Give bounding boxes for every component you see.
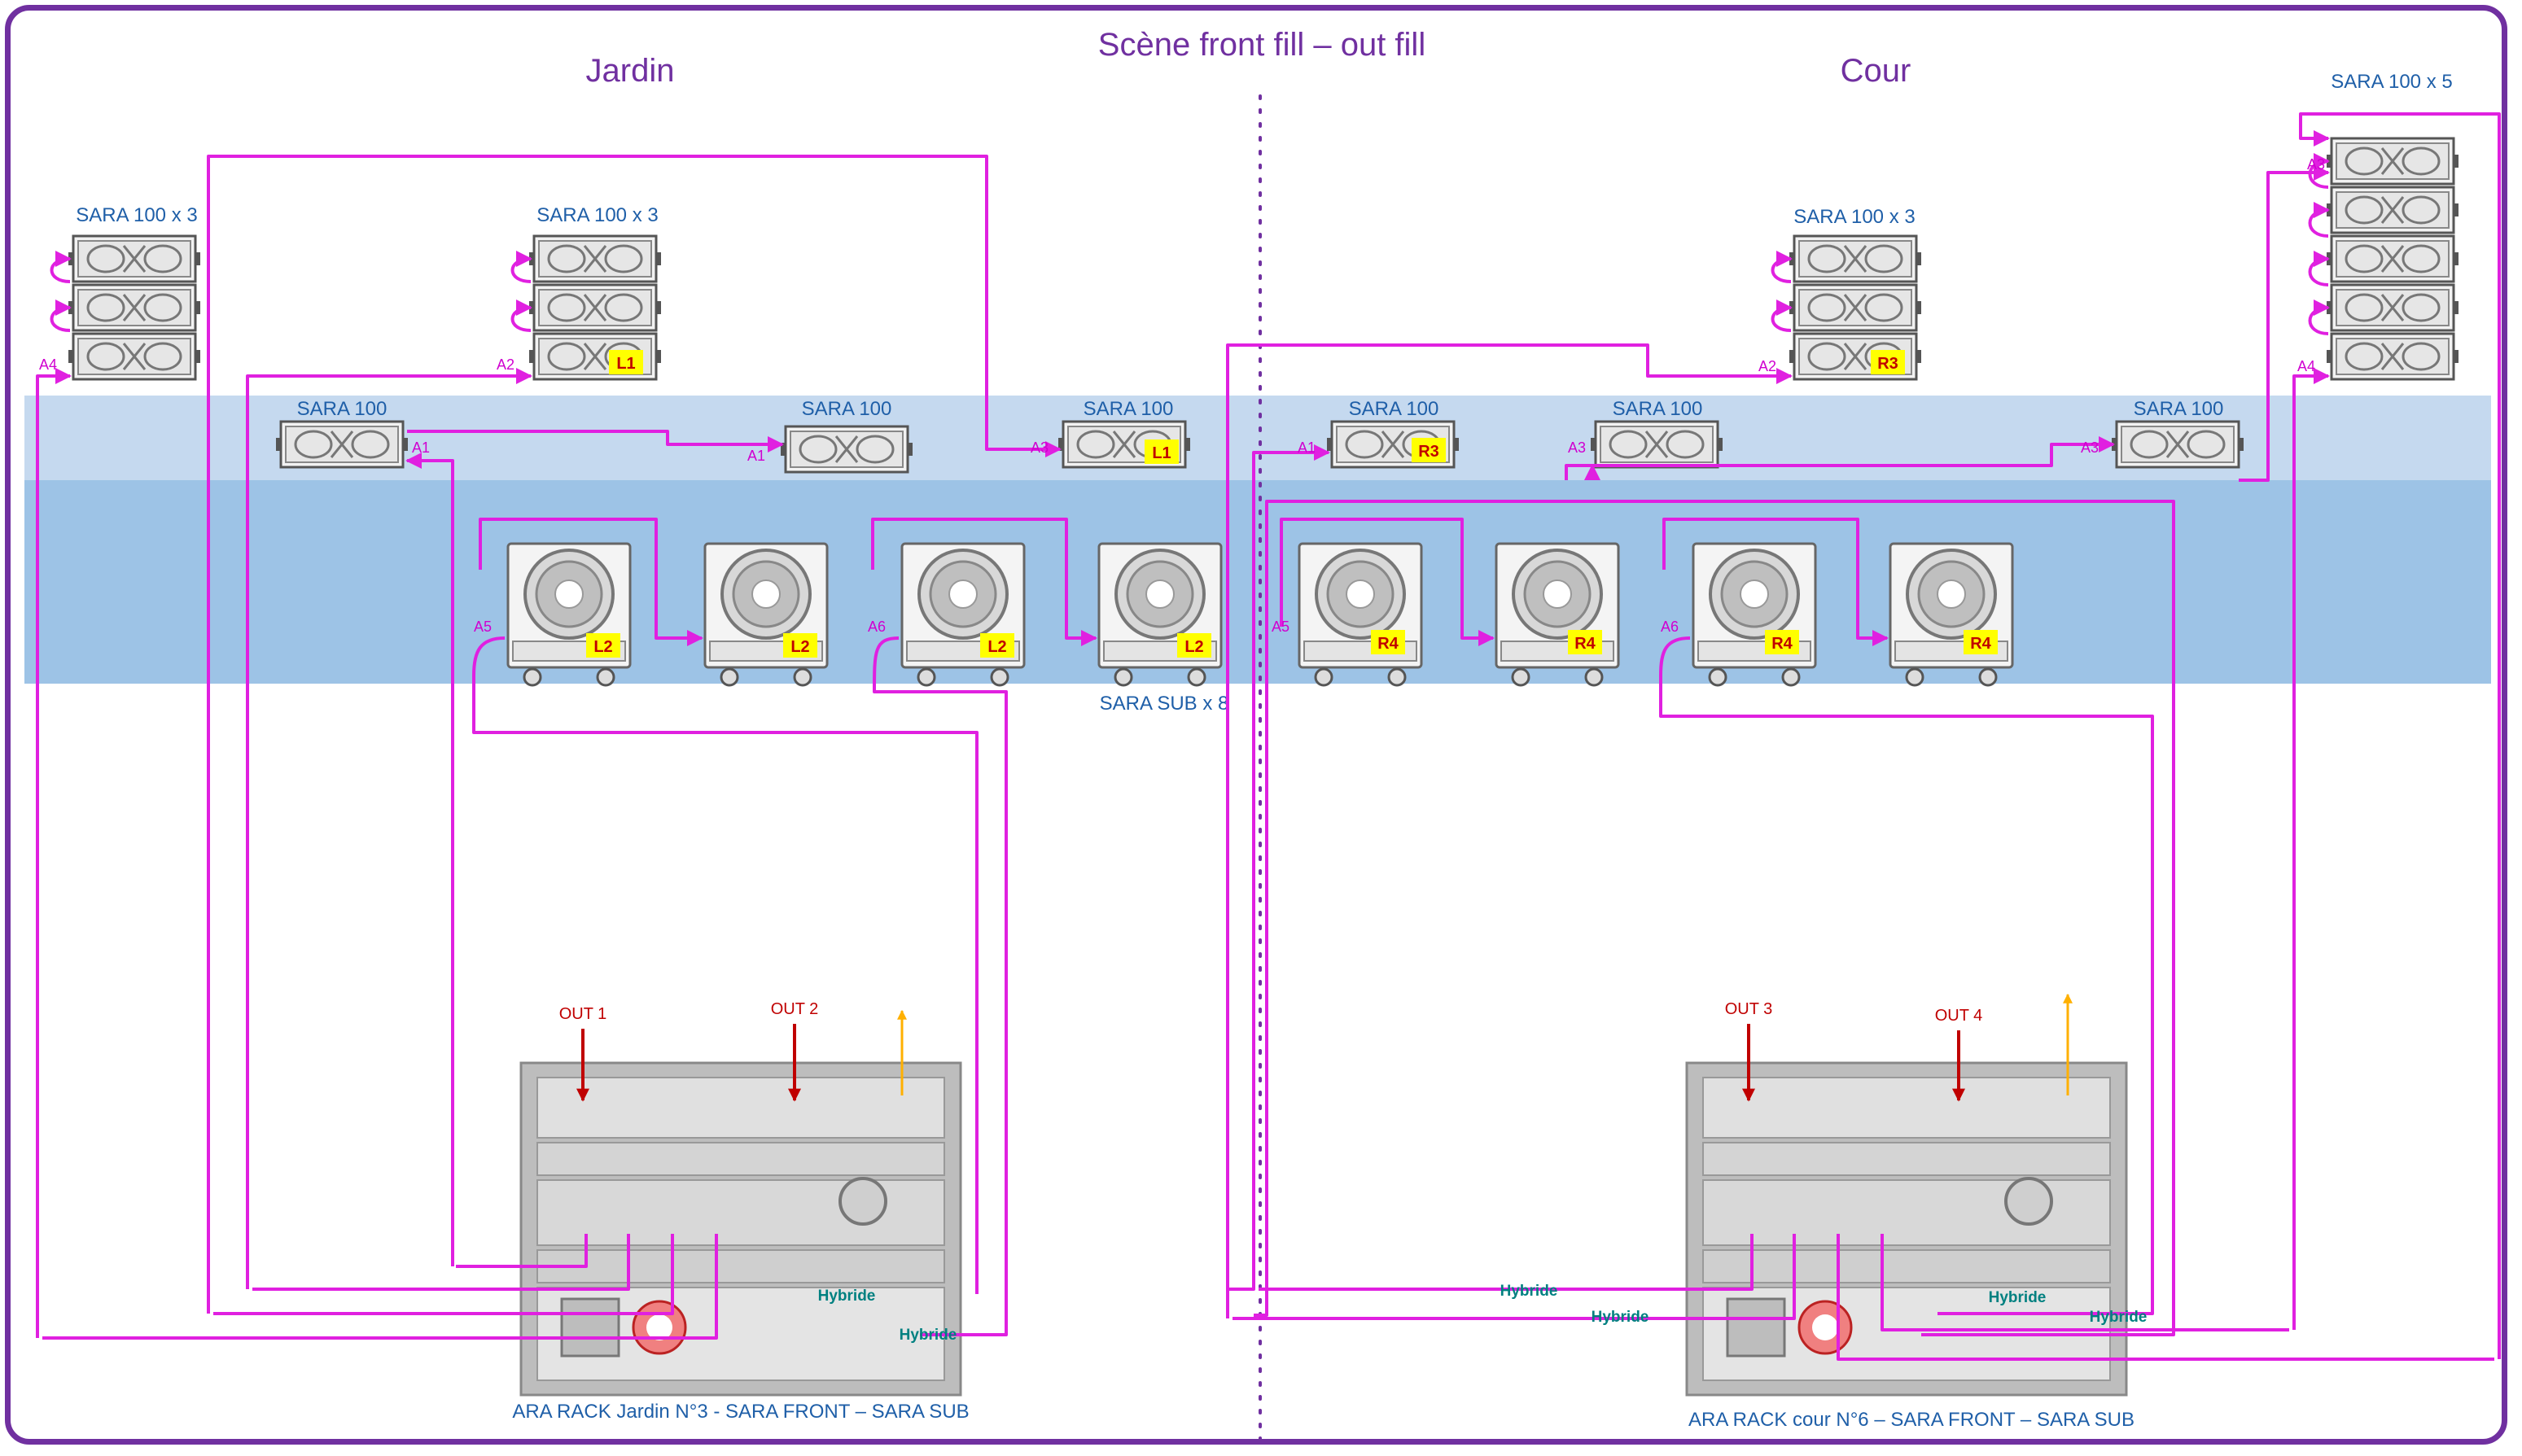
svg-text:Hybride: Hybride [1500, 1283, 1558, 1300]
ff-label-1: SARA 100 [297, 398, 387, 420]
svg-text:A1: A1 [747, 448, 765, 464]
svg-text:A1: A1 [1298, 439, 1316, 456]
svg-text:R4: R4 [1771, 635, 1793, 653]
side-label-cour: Cour [1841, 53, 1911, 89]
stage-band-main [24, 480, 2491, 684]
diagram-frame [5, 5, 2507, 1445]
speaker-array-far-right [2325, 137, 2460, 381]
svg-text:R3: R3 [1877, 355, 1898, 373]
svg-text:OUT 4: OUT 4 [1935, 1007, 1983, 1025]
svg-text:Hybride: Hybride [1989, 1289, 2047, 1306]
svg-text:A6: A6 [868, 619, 886, 635]
svg-text:R4: R4 [1970, 635, 1991, 653]
svg-text:A3: A3 [2081, 439, 2099, 456]
frontfill-row: SARA 100 SARA 100 SARA 100 SARA 100 SARA… [274, 398, 2245, 474]
ff-label-3: SARA 100 [1084, 398, 1174, 420]
amp-rack-cour [1685, 1061, 2128, 1397]
ff-label-4: SARA 100 [1349, 398, 1439, 420]
ff-label-5: SARA 100 [1613, 398, 1703, 420]
amp-channel-labels: A4 A2 A1 A1 A3 A5 A6 A2 A1 A3 A3 A3 A4 A… [39, 156, 2325, 635]
channel-tags: L1 L1 R3 R3 L2 L2 L2 L2 R4 R4 R4 R4 [586, 350, 1998, 658]
label-cour-array: SARA 100 x 3 [1793, 206, 1915, 228]
ff-label-6: SARA 100 [2134, 398, 2224, 420]
svg-text:A5: A5 [1272, 619, 1289, 635]
speaker-array-far-left [67, 234, 202, 381]
svg-text:A3: A3 [2307, 156, 2325, 173]
label-far-right-array: SARA 100 x 5 [2331, 71, 2452, 93]
svg-text:A4: A4 [2297, 358, 2315, 374]
svg-text:OUT 3: OUT 3 [1725, 1000, 1773, 1018]
svg-text:L2: L2 [593, 638, 612, 656]
svg-text:L2: L2 [1184, 638, 1203, 656]
svg-text:R4: R4 [1377, 635, 1399, 653]
side-label-jardin: Jardin [586, 53, 675, 89]
svg-text:A1: A1 [412, 439, 430, 456]
output-markers: OUT 1 OUT 2 OUT 3 OUT 4 [559, 993, 2073, 1102]
svg-text:L2: L2 [987, 638, 1006, 656]
label-rack-jardin: ARA RACK Jardin N°3 - SARA FRONT – SARA … [512, 1401, 969, 1423]
label-sara-sub: SARA SUB x 8 [1100, 693, 1229, 715]
svg-text:A4: A4 [39, 356, 57, 373]
label-rack-cour: ARA RACK cour N°6 – SARA FRONT – SARA SU… [1688, 1409, 2135, 1431]
svg-text:L1: L1 [616, 355, 635, 373]
svg-text:OUT 1: OUT 1 [559, 1005, 607, 1023]
svg-text:A3: A3 [1031, 439, 1049, 456]
diagram-title: Scène front fill – out fill [1098, 27, 1425, 63]
svg-text:L1: L1 [1152, 444, 1171, 462]
svg-text:Hybride: Hybride [2090, 1309, 2148, 1326]
svg-text:A6: A6 [1661, 619, 1679, 635]
svg-text:A2: A2 [497, 356, 514, 373]
label-jardin-array: SARA 100 x 3 [536, 204, 658, 226]
amp-rack-jardin [519, 1061, 962, 1397]
svg-text:Hybride: Hybride [900, 1327, 957, 1344]
cabling [36, 112, 2501, 1361]
svg-text:R4: R4 [1574, 635, 1596, 653]
svg-text:A5: A5 [474, 619, 492, 635]
svg-text:OUT 2: OUT 2 [771, 1000, 819, 1018]
svg-text:A2: A2 [1758, 358, 1776, 374]
svg-text:L2: L2 [790, 638, 809, 656]
ff-label-2: SARA 100 [802, 398, 892, 420]
stage-band-front [24, 396, 2491, 480]
label-far-left-array: SARA 100 x 3 [76, 204, 197, 226]
hybride-labels: Hybride Hybride Hybride Hybride Hybride … [818, 1283, 2148, 1344]
svg-text:R3: R3 [1418, 443, 1439, 461]
svg-text:Hybride: Hybride [1592, 1309, 1649, 1326]
svg-text:A3: A3 [1568, 439, 1586, 456]
svg-text:Hybride: Hybride [818, 1288, 876, 1305]
